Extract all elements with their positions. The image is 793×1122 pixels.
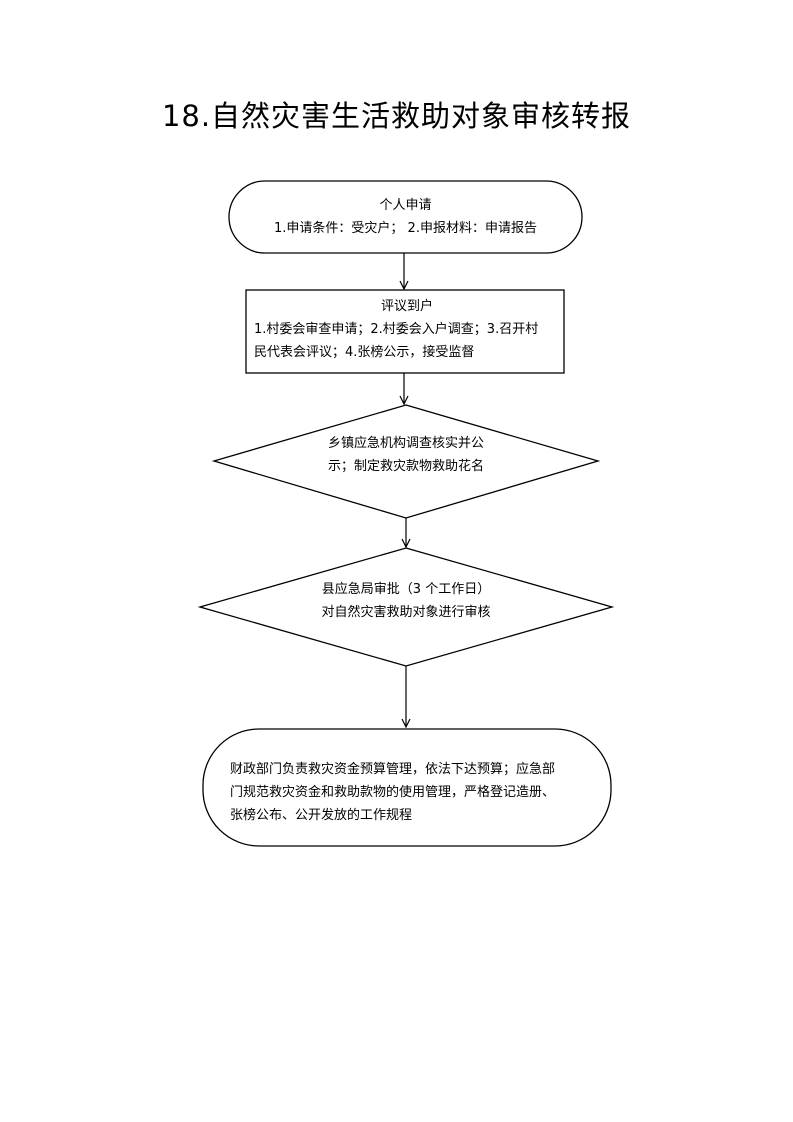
step-2-heading: 评议到户 <box>380 299 433 314</box>
step-2-detail-line-1: 1.村委会审查申请；2.村委会入户调查；3.召开村 <box>254 322 539 337</box>
step-2-detail-line-2: 民代表会评议；4.张榜公示，接受监督 <box>254 345 475 360</box>
step-4-line-2: 对自然灾害救助对象进行审核 <box>321 605 491 620</box>
step-3-text: 乡镇应急机构调查核实并公 示；制定救灾款物救助花名 <box>290 432 522 478</box>
step-5-line-1: 财政部门负责救灾资金预算管理，依法下达预算；应急部 <box>230 762 556 777</box>
step-2-process-box <box>245 289 565 374</box>
step-3-line-2: 示；制定救灾款物救助花名 <box>327 459 484 474</box>
step-4-line-1: 县应急局审批（3 个工作日） <box>321 582 491 597</box>
step-2-text: 评议到户 1.村委会审查申请；2.村委会入户调查；3.召开村 民代表会评议；4.… <box>254 295 560 364</box>
step-1-terminal-shape <box>228 180 583 254</box>
page-title: 18.自然灾害生活救助对象审核转报 <box>161 99 632 133</box>
step-5-text: 财政部门负责救灾资金预算管理，依法下达预算；应急部 门规范救灾资金和救助款物的使… <box>230 758 600 827</box>
step-1-heading: 个人申请 <box>379 198 432 213</box>
step-1-detail: 1.申请条件：受灾户； 2.申报材料：申请报告 <box>274 221 537 236</box>
step-5-line-3: 张榜公布、公开发放的工作规程 <box>230 808 413 823</box>
step-3-line-1: 乡镇应急机构调查核实并公 <box>327 436 484 451</box>
step-1-text: 个人申请 1.申请条件：受灾户； 2.申报材料：申请报告 <box>229 194 582 240</box>
step-5-terminal-shape <box>202 728 612 847</box>
step-5-line-2: 门规范救灾资金和救助款物的使用管理，严格登记造册、 <box>230 785 556 800</box>
step-4-text: 县应急局审批（3 个工作日） 对自然灾害救助对象进行审核 <box>290 578 522 624</box>
